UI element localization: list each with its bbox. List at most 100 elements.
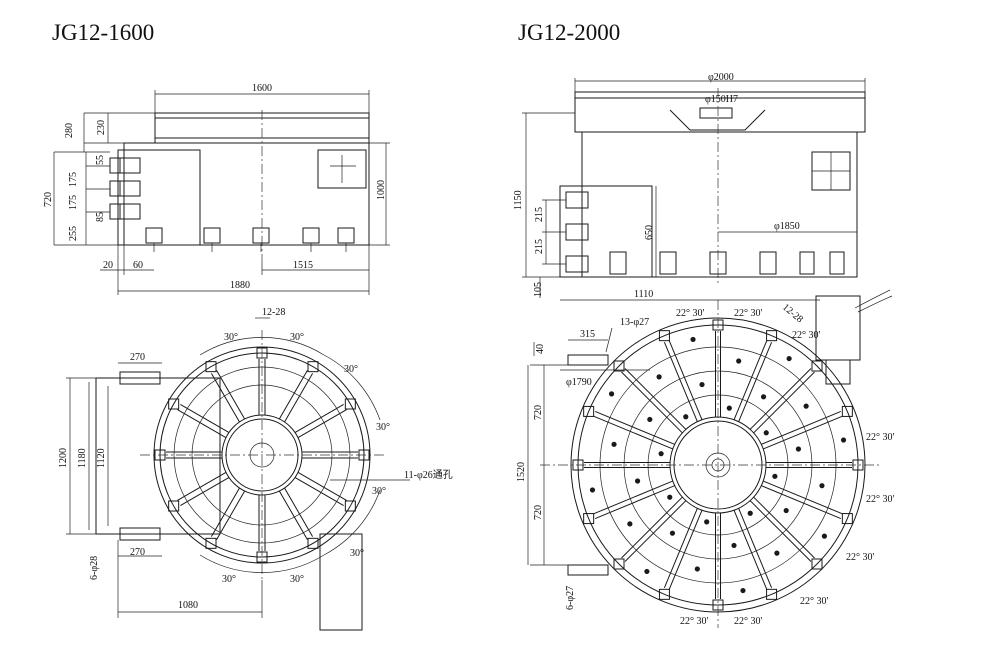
table-hole (669, 530, 676, 536)
dim-105: 105 (533, 282, 544, 297)
table-hole (644, 568, 650, 575)
slot-end-block (307, 537, 319, 549)
table-hole (819, 483, 825, 489)
slot-end-block (766, 330, 778, 342)
dim-phi2000: φ2000 (708, 72, 734, 83)
table-hole (736, 358, 742, 364)
t-slot (302, 451, 358, 459)
slot-end-block (613, 360, 625, 372)
dim-720a: 720 (533, 405, 544, 420)
dim-215a: 215 (534, 207, 545, 222)
t-slot (177, 471, 230, 507)
table-hole (589, 487, 596, 493)
dim-1515: 1515 (293, 260, 313, 271)
t-slot (593, 410, 675, 450)
t-slot (761, 480, 843, 520)
holes-6-phi27: 6-φ27 (565, 586, 576, 610)
angle-right-6: 22° 30' (846, 552, 874, 563)
t-slot (166, 451, 222, 459)
table-hole (690, 336, 696, 343)
dim-1600: 1600 (252, 83, 272, 94)
table-hole (608, 391, 615, 397)
table-hole (647, 416, 653, 423)
dim-1000: 1000 (376, 180, 387, 200)
slot-end-block (658, 330, 670, 342)
right-top-view: 1110 12-28 22° 30' 22° 30' 22° 30' 22° 3… (516, 289, 894, 628)
slot-end-block (811, 558, 823, 570)
t-slot (749, 496, 815, 562)
angle-left-1: 30° (224, 332, 238, 343)
left-front-view: 1600 280 230 720 55 175 175 85 255 1000 … (43, 83, 390, 295)
dim-255: 255 (68, 226, 79, 241)
angle-right-9: 22° 30' (734, 616, 762, 627)
t-slot (733, 508, 773, 590)
table-hole (795, 446, 802, 452)
dim-720b: 720 (533, 505, 544, 520)
right-t-slots (572, 319, 864, 611)
t-slot (621, 496, 687, 562)
t-slot (294, 471, 347, 507)
angle-right-7: 22° 30' (800, 596, 828, 607)
table-hole (731, 542, 737, 549)
holes-13-phi27: 13-φ27 (620, 317, 649, 328)
dim-1120: 1120 (96, 448, 107, 468)
right-holes (589, 336, 847, 594)
angle-left-5: 30° (372, 486, 386, 497)
t-slot (761, 410, 843, 450)
table-hole (667, 494, 673, 500)
angle-right-4: 22° 30' (866, 432, 894, 443)
title-jg12-2000: JG12-2000 (518, 20, 620, 45)
t-slot (733, 340, 773, 422)
slot-end-block (205, 361, 217, 373)
angle-left-6: 30° (350, 548, 364, 559)
table-hole (656, 374, 662, 380)
angle-right-8: 22° 30' (680, 616, 708, 627)
t-slot (766, 462, 852, 468)
slot-end-block (168, 500, 180, 512)
t-slot (210, 487, 246, 540)
slot-end-block (344, 500, 356, 512)
angle-right-3: 22° 30' (792, 330, 820, 341)
table-hole (658, 451, 664, 457)
left-top-view: 12-28 30° 30° 30° 30° 30° 30° 30° 30° 27… (58, 307, 453, 631)
dim-315: 315 (580, 329, 595, 340)
dim-55: 55 (95, 155, 106, 165)
table-hole (772, 473, 778, 479)
slot-label-right: 12-28 (780, 302, 805, 325)
table-hole (786, 355, 792, 362)
dim-phi150h7: φ150H7 (705, 94, 738, 105)
slot-end-block (658, 588, 670, 600)
angle-left-8: 30° (290, 574, 304, 585)
angle-right-1: 22° 30' (676, 308, 704, 319)
slot-end-block (344, 398, 356, 410)
t-slot (749, 368, 815, 434)
angle-left-2: 30° (290, 332, 304, 343)
dim-40: 40 (535, 344, 546, 354)
table-hole (726, 405, 732, 411)
table-hole (704, 519, 710, 525)
t-slot (210, 370, 246, 423)
t-slot (258, 359, 266, 415)
table-hole (634, 478, 641, 484)
dim-1080: 1080 (178, 600, 198, 611)
t-slot (663, 340, 703, 422)
dim-1110: 1110 (634, 289, 653, 300)
dim-175a: 175 (68, 172, 79, 187)
slot-end-block (307, 361, 319, 373)
t-slot (294, 403, 347, 439)
dim-phi1850: φ1850 (774, 221, 800, 232)
holes-6-phi28: 6-φ28 (89, 556, 100, 580)
t-slot (621, 368, 687, 434)
table-hole (760, 394, 767, 400)
slot-end-block (583, 513, 595, 525)
slot-end-block (168, 398, 180, 410)
table-hole (803, 403, 809, 409)
dim-1150: 1150 (513, 190, 524, 210)
dim-1880: 1880 (230, 280, 250, 291)
left-t-slots (154, 347, 370, 563)
table-hole (694, 566, 700, 572)
dim-1520: 1520 (516, 462, 527, 482)
angle-right-2: 22° 30' (734, 308, 762, 319)
dim-175b: 175 (68, 195, 79, 210)
